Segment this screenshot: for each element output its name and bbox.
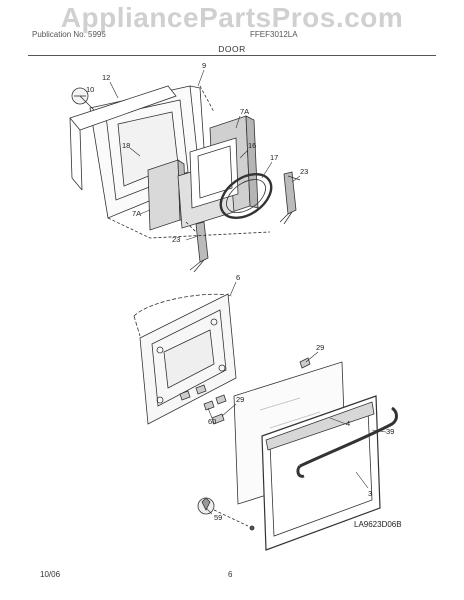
screw-part [71, 87, 95, 111]
footer-page-number: 6 [228, 570, 233, 579]
hinge-right [279, 171, 301, 225]
callout-16: 16 [248, 141, 256, 150]
callout-23-right: 23 [300, 167, 308, 176]
callout-17: 17 [270, 153, 278, 162]
footer-date: 10/06 [40, 570, 61, 579]
model-number: FFEF3012LA [250, 30, 298, 39]
publication-number: Publication No. 5995 [32, 30, 106, 39]
hinge-left [189, 221, 209, 273]
door-handle [296, 406, 398, 478]
door-panel-dashed-outline [133, 293, 233, 337]
header-rule [28, 55, 436, 56]
callout-59: 59 [214, 513, 222, 522]
leader-lines [109, 69, 387, 515]
callout-23-left: 23 [172, 235, 180, 244]
door-clips [179, 384, 227, 411]
callout-4: 4 [346, 419, 350, 428]
knob-59 [197, 497, 255, 531]
callout-18: 18 [122, 141, 130, 150]
callout-39: 39 [386, 427, 394, 436]
callout-7a-left: 7A [132, 209, 141, 218]
callout-60: 60 [208, 417, 216, 426]
door-liner-frame [69, 85, 177, 191]
screw-29-top [299, 357, 311, 369]
door-gasket-ring [219, 172, 273, 220]
section-title: DOOR [218, 44, 246, 54]
screw-29-mid [211, 413, 225, 425]
alignment-lines-upper [107, 85, 271, 239]
callout-labels: 12 9 10 18 7A 16 17 23 7A 23 6 29 29 60 … [86, 61, 394, 522]
callout-7a-top: 7A [240, 107, 249, 116]
diagram-code: LA9623D06B [354, 520, 402, 529]
callout-3: 3 [368, 489, 372, 498]
callout-29-top: 29 [316, 343, 324, 352]
outer-door-frame [261, 395, 381, 551]
callout-9: 9 [202, 61, 206, 70]
callout-29-mid: 29 [236, 395, 244, 404]
callout-12: 12 [102, 73, 110, 82]
callout-10: 10 [86, 85, 94, 94]
outer-door-panel [139, 293, 237, 425]
callout-6: 6 [236, 273, 240, 282]
